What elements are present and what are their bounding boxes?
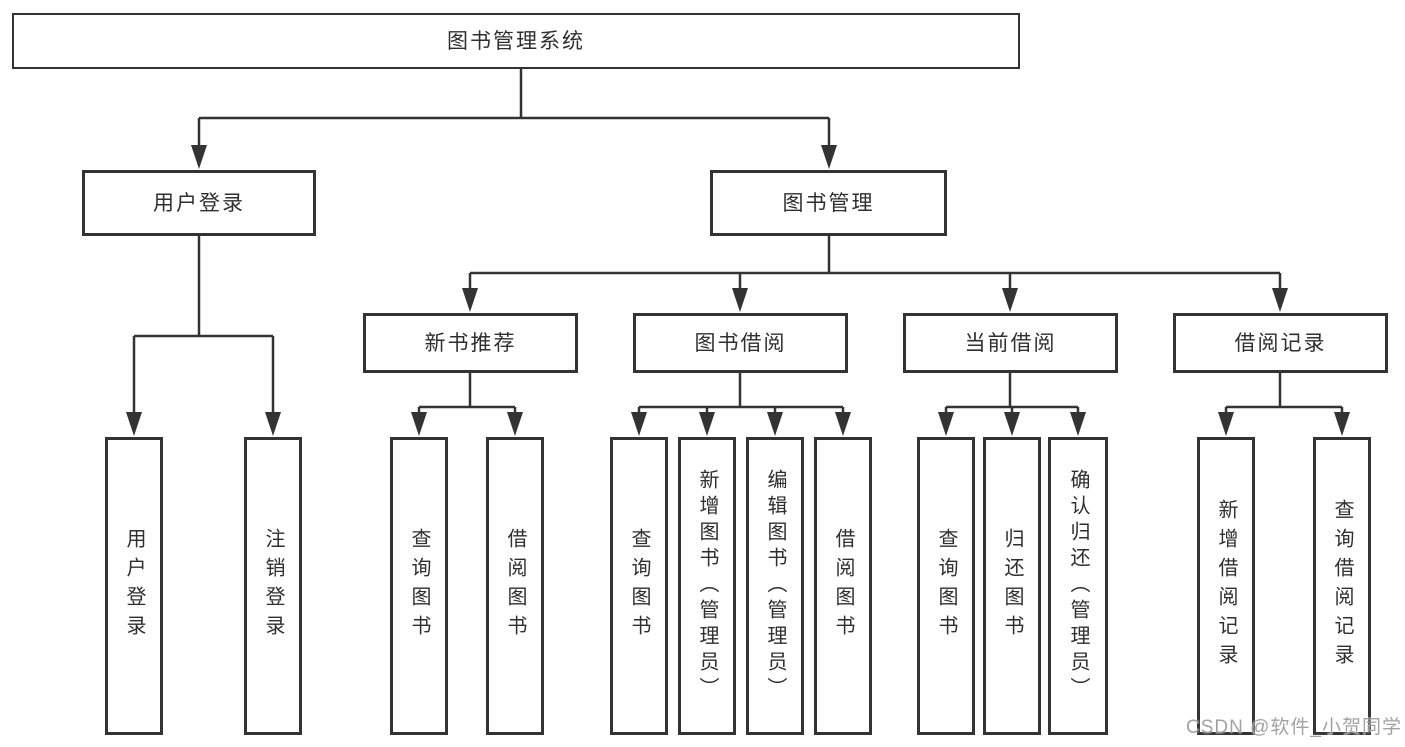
leaf-borrow-books: 借阅图书	[486, 437, 544, 735]
leaf-confirm-return-admin: 确认归还（管理员）	[1048, 437, 1108, 735]
node-label: 新增借阅记录	[1215, 499, 1237, 673]
node-label: 借阅图书	[832, 528, 854, 644]
leaf-logout-login: 注销登录	[244, 437, 302, 735]
csdn-watermark: CSDN @软件_小贺同学	[1186, 717, 1402, 738]
node-label: 查询借阅记录	[1331, 499, 1353, 673]
node-label: 图书管理系统	[447, 29, 585, 53]
node-borrow-records: 借阅记录	[1173, 313, 1388, 373]
node-current-borrow: 当前借阅	[903, 313, 1118, 373]
node-label: 查询图书	[628, 528, 650, 644]
node-label: 当前借阅	[964, 331, 1057, 355]
node-label: 新增图书（管理员）	[696, 469, 718, 703]
leaf-user-login: 用户登录	[105, 437, 163, 735]
node-book-management: 图书管理	[710, 170, 947, 236]
leaf-query-borrow-record: 查询借阅记录	[1313, 437, 1371, 735]
node-label: 图书管理	[782, 191, 875, 215]
node-label: 借阅图书	[504, 528, 526, 644]
node-label: 查询图书	[408, 528, 430, 644]
leaf-borrow-books-2: 借阅图书	[814, 437, 872, 735]
node-user-login: 用户登录	[82, 170, 316, 236]
node-label: 用户登录	[123, 528, 145, 644]
node-label: 注销登录	[262, 528, 284, 644]
node-label: 归还图书	[1001, 528, 1023, 644]
leaf-edit-book-admin: 编辑图书（管理员）	[746, 437, 804, 735]
node-library-system: 图书管理系统	[12, 13, 1020, 69]
leaf-query-books-3: 查询图书	[917, 437, 975, 735]
leaf-query-books: 查询图书	[390, 437, 448, 735]
node-label: 新书推荐	[424, 331, 517, 355]
node-book-borrow: 图书借阅	[633, 313, 848, 373]
node-label: 编辑图书（管理员）	[764, 469, 786, 703]
node-label: 用户登录	[153, 191, 245, 215]
leaf-query-books-2: 查询图书	[610, 437, 668, 735]
leaf-add-book-admin: 新增图书（管理员）	[678, 437, 736, 735]
arrowhead-icons	[126, 145, 1350, 436]
node-new-book-recommend: 新书推荐	[363, 313, 578, 373]
leaf-add-borrow-record: 新增借阅记录	[1197, 437, 1255, 735]
node-label: 图书借阅	[694, 331, 787, 355]
leaf-return-books: 归还图书	[983, 437, 1041, 735]
node-label: 确认归还（管理员）	[1067, 469, 1089, 703]
node-label: 借阅记录	[1234, 331, 1327, 355]
node-label: 查询图书	[935, 528, 957, 644]
